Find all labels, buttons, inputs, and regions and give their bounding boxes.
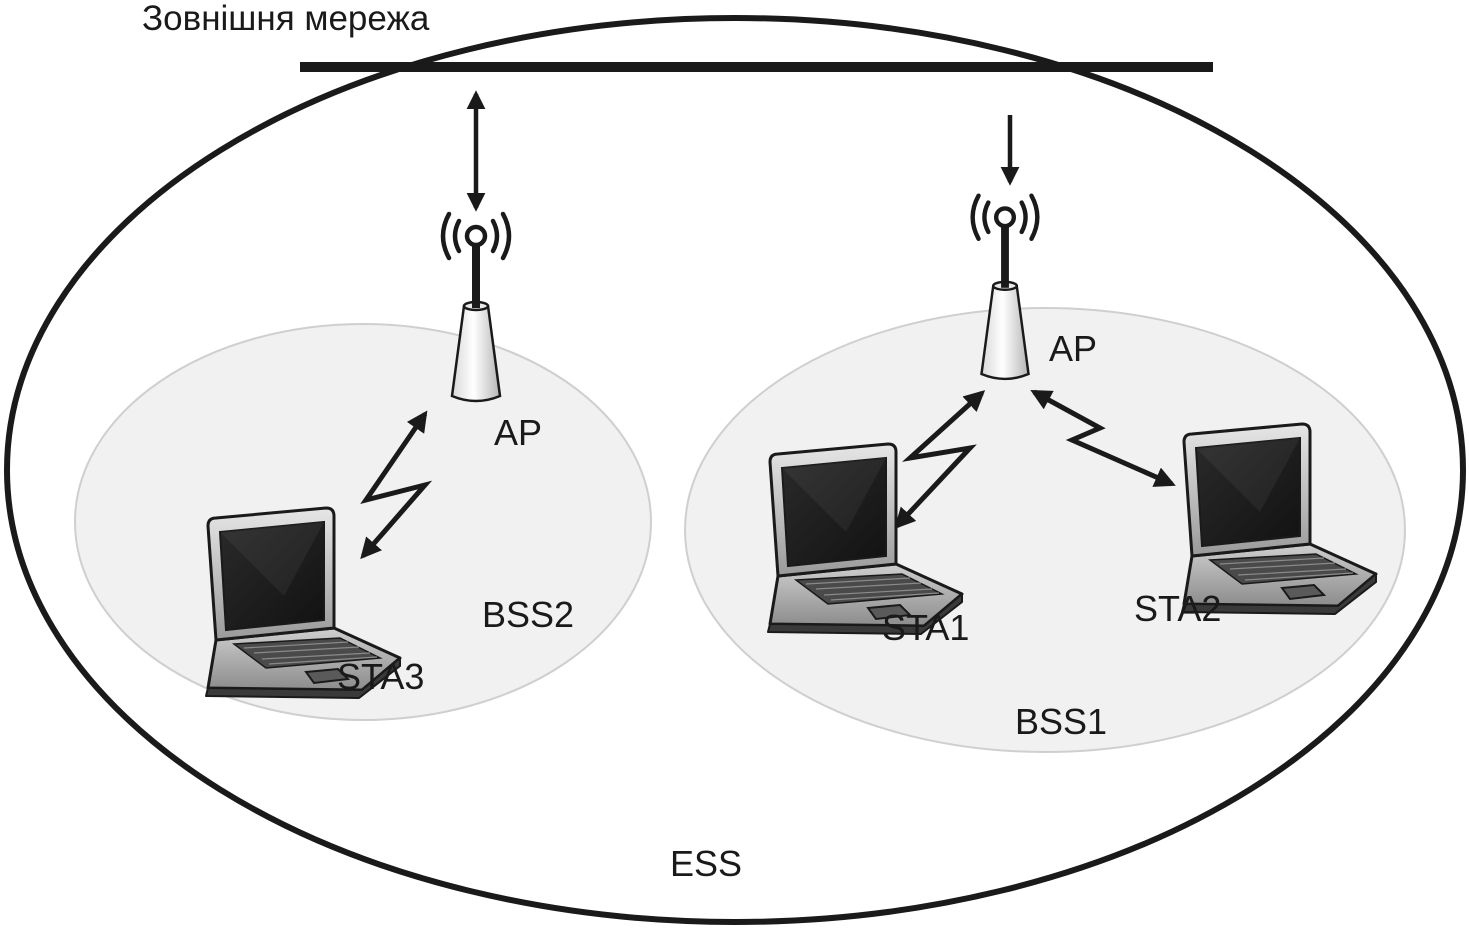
bss1-label: BSS1 (1015, 701, 1107, 742)
external-network-label: Зовнішня мережа (142, 0, 430, 38)
sta2-label: STA2 (1134, 588, 1221, 629)
sta1-label: STA1 (882, 607, 969, 648)
wireless-link-icon (360, 410, 433, 560)
ess-boundary (4, 15, 1466, 925)
wireless-link-icon (1030, 389, 1176, 487)
bss2-label: BSS2 (482, 594, 574, 635)
wireless-link-icon (894, 390, 986, 530)
bss1-area (684, 307, 1406, 753)
ap-left-label: AP (494, 412, 542, 453)
sta3-label: STA3 (337, 656, 424, 697)
ap-right-label: AP (1049, 328, 1097, 369)
ess-label: ESS (670, 843, 742, 884)
